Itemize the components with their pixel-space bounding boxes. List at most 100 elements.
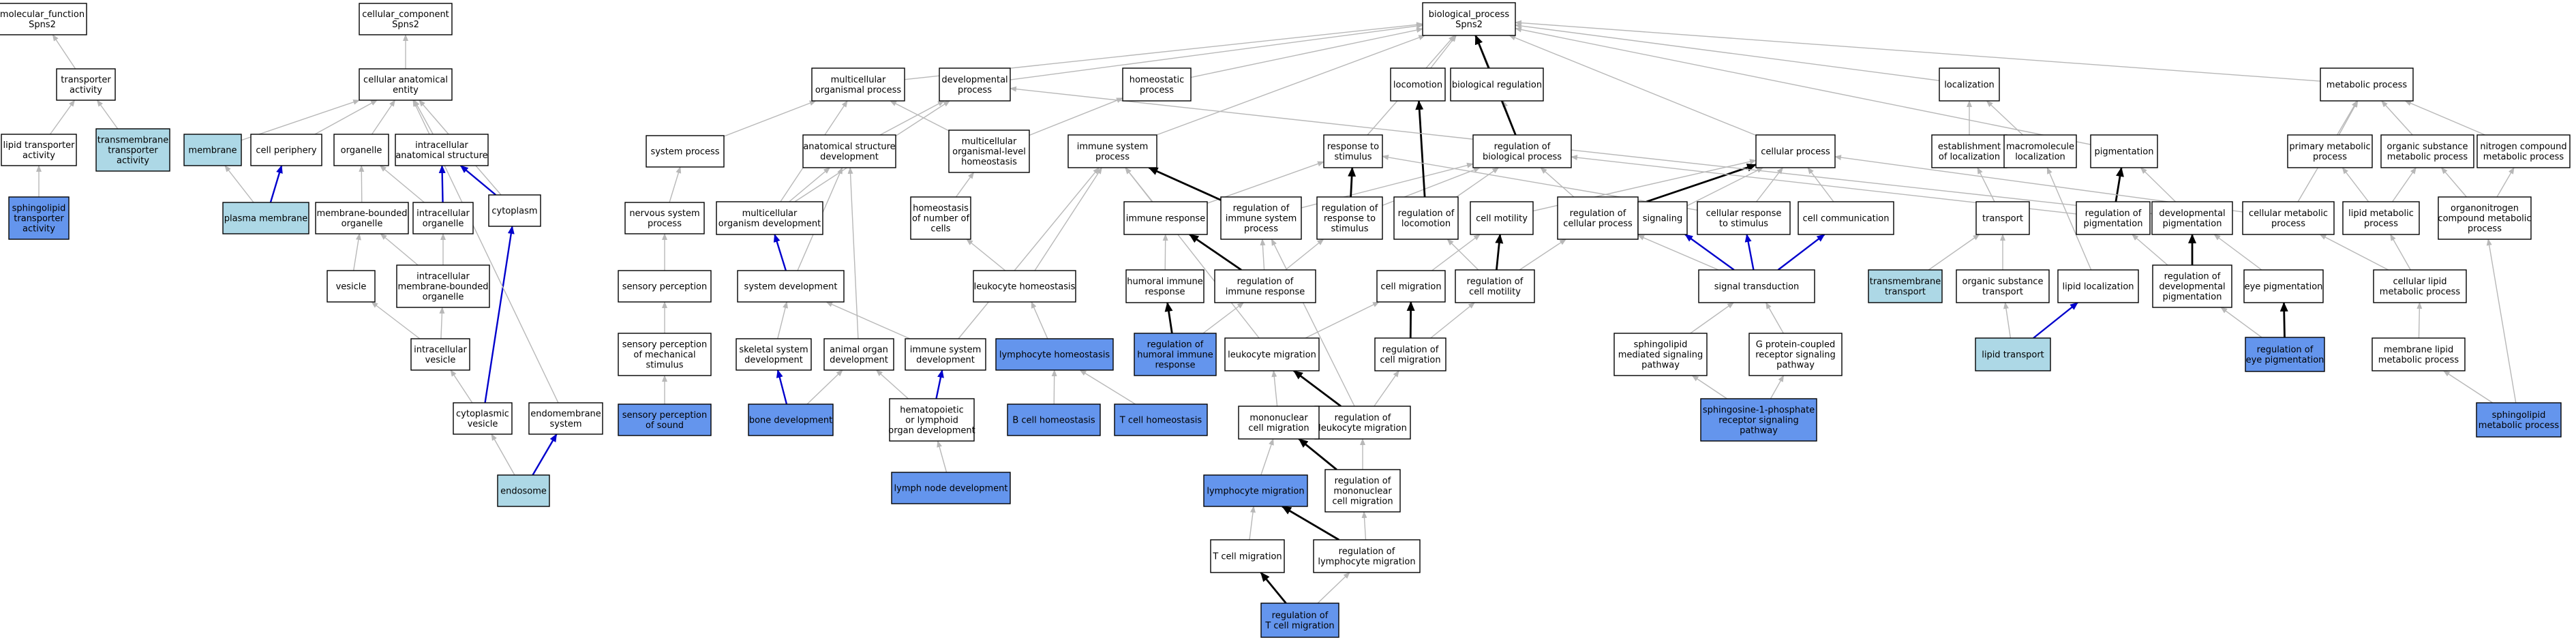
term-node-membrane[interactable]: membrane [183,134,242,166]
term-node-lympho-mig[interactable]: lymphocyte migration [1203,474,1308,507]
term-node-b-homeo[interactable]: B cell homeostasis [1007,403,1101,436]
term-node-t-mig[interactable]: T cell migration [1210,539,1285,573]
term-node-signal-trans[interactable]: signal transduction [1698,269,1815,303]
term-node-locomotion[interactable]: locomotion [1390,67,1446,102]
term-node-cytoplasm[interactable]: cytoplasm [488,194,541,227]
term-node-eye-pigment[interactable]: eye pigmentation [2243,269,2324,303]
term-node-metabolic[interactable]: metabolic process [2320,67,2414,102]
term-node-plasma-membrane[interactable]: plasma membrane [222,202,309,234]
term-node-bone-dev[interactable]: bone development [748,403,834,436]
term-node-bio-reg[interactable]: biological regulation [1450,67,1544,102]
term-node-cell-periphery[interactable]: cell periphery [250,134,322,166]
term-node-system-process[interactable]: system process [646,135,725,168]
term-node-signaling[interactable]: signaling [1637,201,1688,235]
term-node-pigmentation[interactable]: pigmentation [2090,134,2158,168]
term-node-sensory-perception[interactable]: sensory perception [618,270,712,303]
term-node-lipid-transport[interactable]: lipid transport [1975,337,2051,371]
term-node-endosome[interactable]: endosome [497,474,550,507]
term-node-cell-comm[interactable]: cell communication [1798,201,1894,235]
term-node-cellular-process[interactable]: cellular process [1755,134,1836,168]
term-node-lipid-loc[interactable]: lipid localization [2057,269,2139,303]
term-node-cell-motility[interactable]: cell motility [1470,201,1534,235]
term-node-system-dev[interactable]: system development [737,270,845,303]
term-node-leuko-mig[interactable]: leukocyte migration [1224,337,1320,371]
term-node-organelle[interactable]: organelle [333,134,389,166]
term-node-localization[interactable]: localization [1939,67,2000,102]
term-node-leuko-homeo[interactable]: leukocyte homeostasis [973,270,1076,303]
term-node-cell-migration[interactable]: cell migration [1376,270,1446,303]
term-node-transport[interactable]: transport [1975,201,2030,235]
term-node-t-homeo[interactable]: T cell homeostasis [1114,403,1208,436]
term-node-vesicle[interactable]: vesicle [327,270,376,303]
term-node-immune-response[interactable]: immune response [1123,201,1208,235]
term-node-lympho-homeo[interactable]: lymphocyte homeostasis [995,338,1114,371]
term-node-lymph-node[interactable]: lymph node development [891,472,1011,504]
